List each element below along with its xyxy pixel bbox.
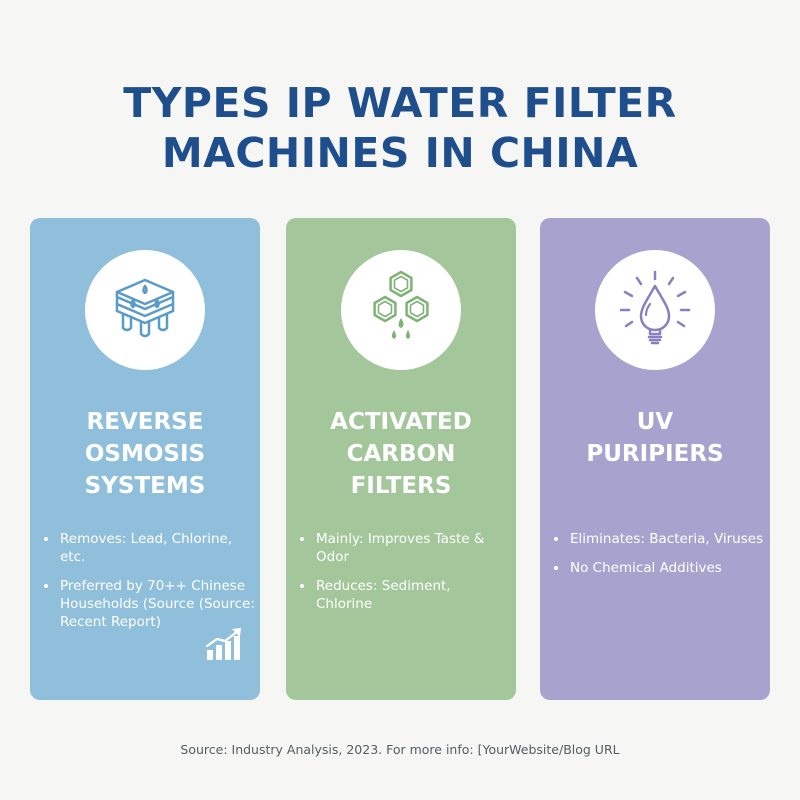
page-title-line-2: MACHINES IN CHINA: [161, 129, 639, 177]
card-title: ACTIVATED CARBON FILTERS: [286, 406, 516, 502]
bullet-list: Mainly: Improves Taste & Odor Reduces: S…: [296, 530, 511, 624]
bullet-item: Reduces: Sediment, Chlorine: [296, 577, 511, 613]
source-footer: Source: Industry Analysis, 2023. For mor…: [180, 742, 620, 757]
card-title-line: PURIPIERS: [586, 441, 724, 467]
card-title-line: CARBON: [346, 441, 456, 467]
page-title-line-1: TYPES IP WATER FILTER: [123, 79, 677, 127]
card-title-line: SYSTEMS: [84, 473, 206, 499]
layered-filter-icon: [115, 278, 175, 338]
bullet-item: Preferred by 70++ Chinese Households (So…: [40, 577, 255, 631]
card-title-line: FILTERS: [350, 473, 452, 499]
card-title-line: OSMOSIS: [84, 441, 206, 467]
bullet-item: No Chemical Additives: [550, 559, 765, 577]
hexagon-carbon-icon: [373, 270, 429, 339]
card-title-line: UV: [636, 409, 674, 435]
card-reverse-osmosis: REVERSE OSMOSIS SYSTEMS Removes: Lead, C…: [30, 218, 260, 700]
card-activated-carbon: ACTIVATED CARBON FILTERS Mainly: Improve…: [286, 218, 516, 700]
bullet-item: Eliminates: Bacteria, Viruses: [550, 530, 765, 548]
card-uv-purifiers: UV PURIPIERS Eliminates: Bacteria, Virus…: [540, 218, 770, 700]
icon-circle: [595, 250, 715, 370]
card-title-line: ACTIVATED: [330, 409, 472, 435]
bar-chart-trend-icon: [205, 628, 241, 660]
bullet-list: Eliminates: Bacteria, Viruses No Chemica…: [550, 530, 765, 588]
uv-lightbulb-drop-icon: [619, 270, 691, 345]
icon-circle: [341, 250, 461, 370]
icon-circle: [85, 250, 205, 370]
bullet-item: Removes: Lead, Chlorine, etc.: [40, 530, 255, 566]
page-title: TYPES IP WATER FILTER MACHINES IN CHINA: [0, 78, 800, 178]
bullet-list: Removes: Lead, Chlorine, etc. Preferred …: [40, 530, 255, 642]
card-title-line: REVERSE: [86, 409, 204, 435]
card-title: UV PURIPIERS: [540, 406, 770, 470]
bullet-item: Mainly: Improves Taste & Odor: [296, 530, 511, 566]
card-title: REVERSE OSMOSIS SYSTEMS: [30, 406, 260, 502]
